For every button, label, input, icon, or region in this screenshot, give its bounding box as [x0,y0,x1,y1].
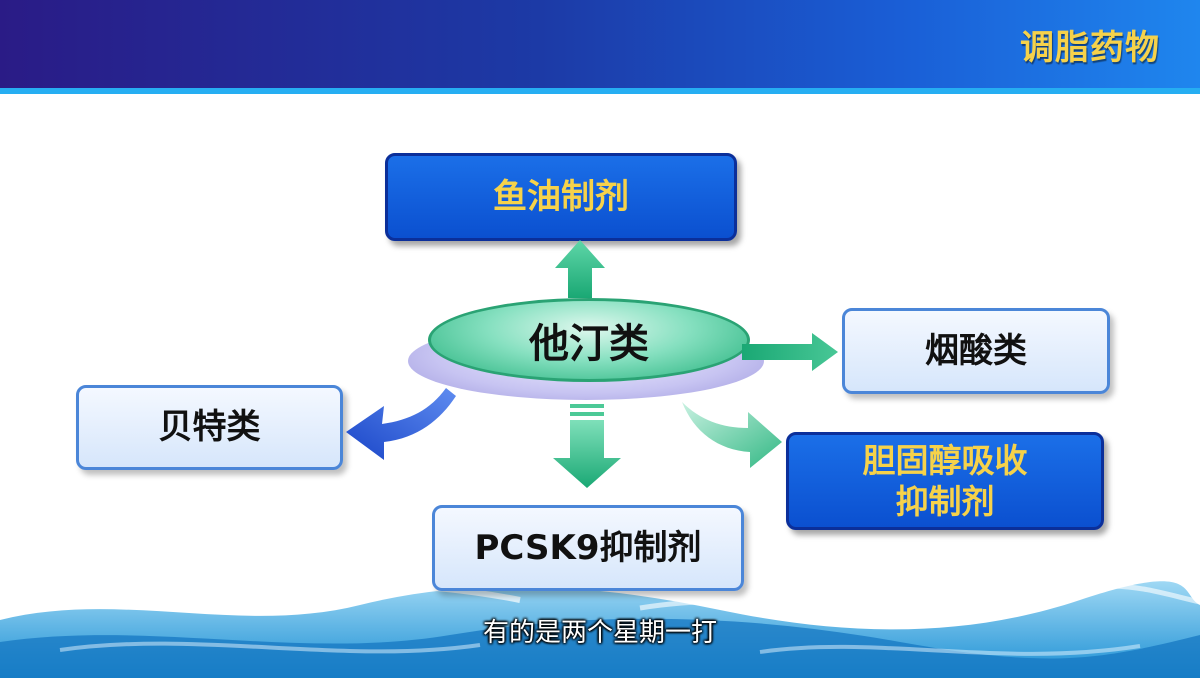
header-divider [0,88,1200,94]
wave-background [0,580,1200,678]
node-fish-oil: 鱼油制剂 [385,153,737,241]
node-cholesterol-line1: 胆固醇吸收 [862,440,1028,480]
node-fibrates: 贝特类 [76,385,343,470]
node-niacin: 烟酸类 [842,308,1110,394]
node-pcsk9-inhibitor: PCSK9抑制剂 [432,505,744,591]
arrow-curve-right-icon [682,402,782,468]
node-cholesterol-absorption-inhibitor: 胆固醇吸收 抑制剂 [786,432,1104,530]
arrow-up-icon [555,240,605,298]
header-bar [0,0,1200,88]
arrow-down-icon [553,404,621,488]
center-node-statins: 他汀类 [428,298,750,382]
arrow-right-icon [742,333,838,371]
video-subtitle: 有的是两个星期一打 [482,618,717,648]
arrow-curve-left-icon [346,388,456,460]
node-cholesterol-line2: 抑制剂 [895,482,995,521]
slide-title: 调脂药物 [1020,28,1160,68]
